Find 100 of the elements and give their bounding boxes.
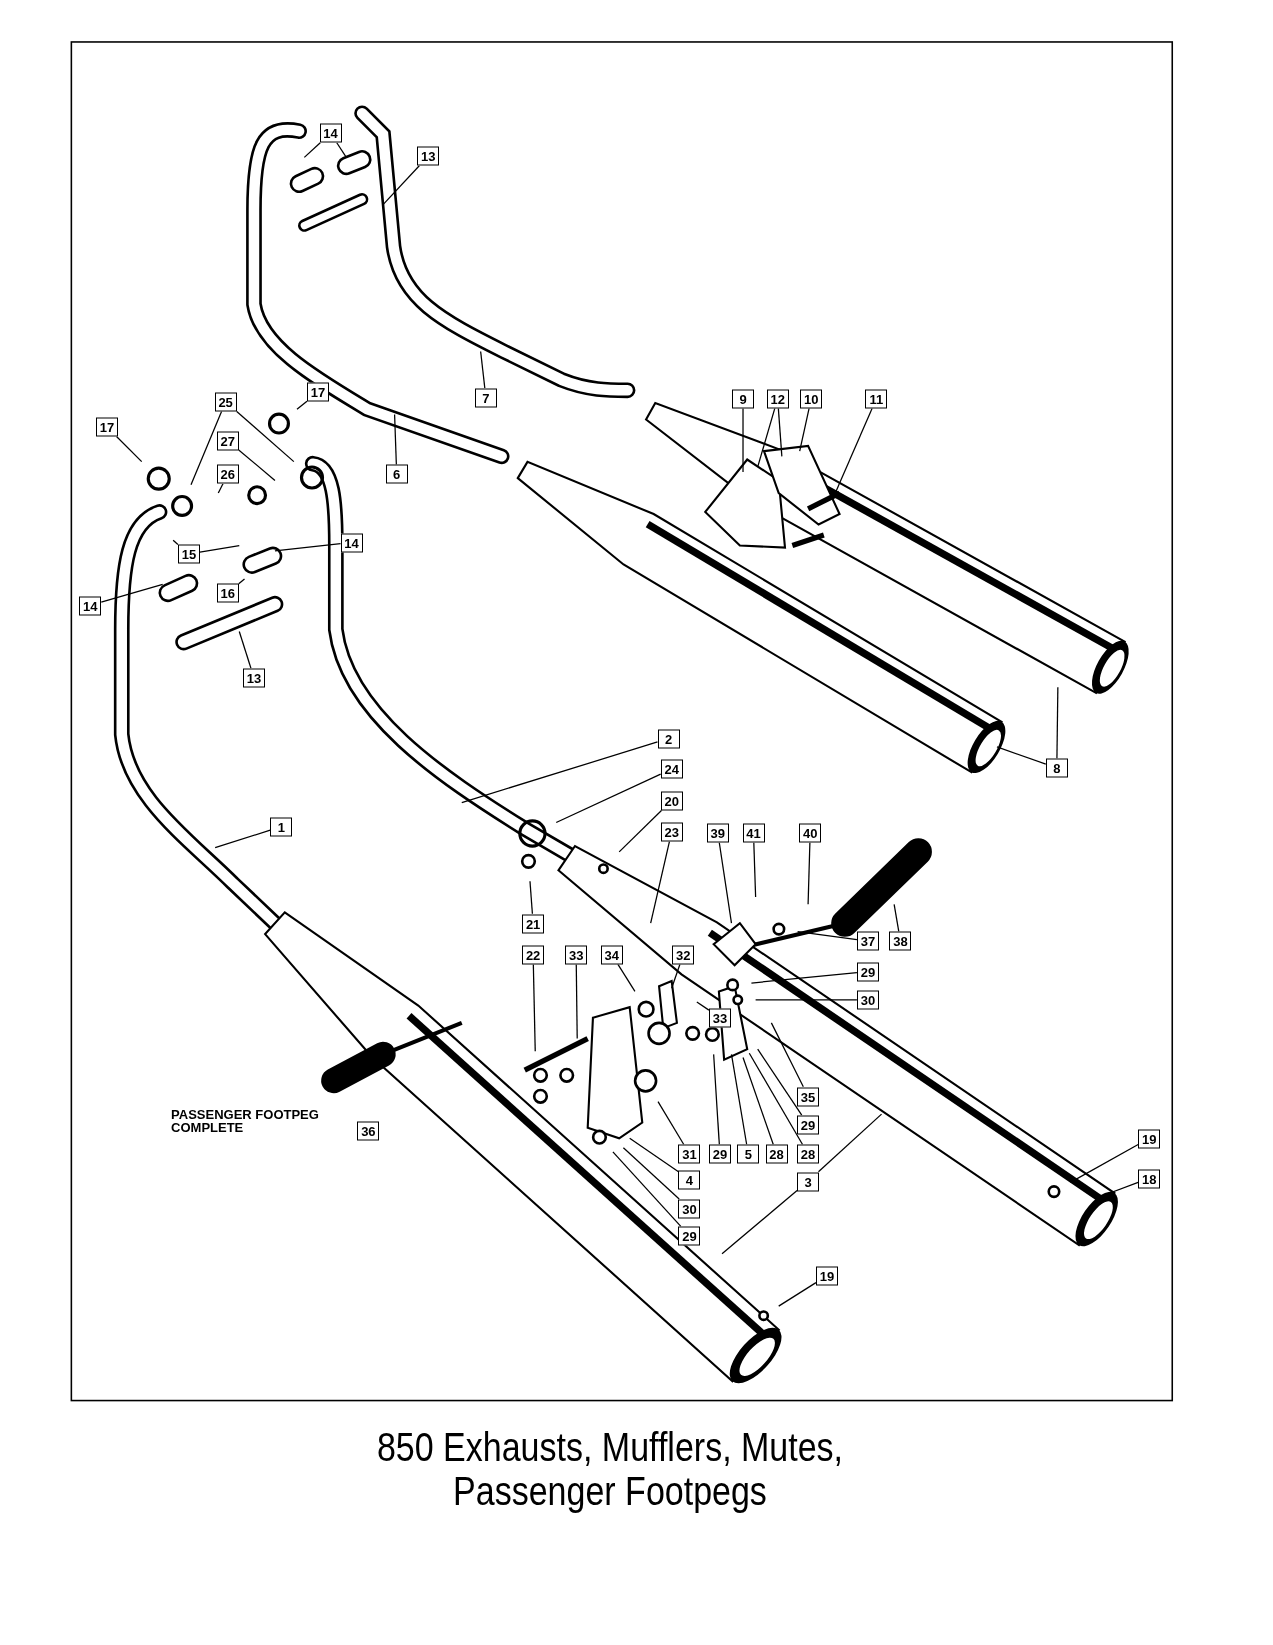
callout-number: 13 (417, 146, 440, 166)
leader-line (238, 630, 252, 669)
callout-number: 9 (732, 389, 754, 409)
leader-line (718, 841, 733, 924)
callout-number: 14 (79, 596, 102, 616)
callout-number: 32 (672, 945, 695, 965)
leader-line (893, 903, 900, 933)
callout-number: 14 (340, 533, 363, 553)
callout-number: 4 (678, 1170, 701, 1190)
leader-line (461, 741, 659, 804)
callout-number: 40 (799, 823, 822, 843)
callout-number: 31 (678, 1144, 701, 1164)
leader-line (532, 963, 536, 1052)
leader-line (755, 999, 858, 1001)
leader-line (480, 350, 486, 389)
callout-number: 22 (522, 945, 545, 965)
leader-line (235, 410, 295, 463)
leader-line (817, 1113, 883, 1173)
callout-number: 29 (708, 1144, 731, 1164)
callout-number: 29 (856, 962, 879, 982)
leader-line (1056, 686, 1059, 760)
leader-line (778, 1282, 817, 1307)
leader-line (617, 963, 636, 993)
leader-line (115, 435, 143, 463)
leader-line (742, 407, 744, 473)
callout-number: 24 (660, 759, 683, 779)
leader-line (555, 773, 662, 824)
leader-line (296, 400, 308, 410)
leader-line (529, 880, 534, 915)
leader-line (748, 1052, 804, 1146)
leader-line (382, 165, 420, 206)
leader-line (696, 1001, 710, 1011)
callout-number: 10 (800, 389, 823, 409)
callout-number: 17 (307, 383, 329, 402)
leader-line (799, 407, 810, 452)
leader-line (730, 1053, 748, 1146)
callout-number: 14 (319, 123, 342, 143)
callout-number: 30 (856, 990, 879, 1010)
leader-line (618, 809, 663, 853)
leader-line (274, 542, 342, 552)
callout-number: 30 (678, 1199, 701, 1219)
leader-line (629, 1137, 680, 1173)
callout-number: 19 (1138, 1129, 1161, 1149)
leader-line (796, 931, 858, 941)
callout-number: 41 (742, 823, 765, 843)
leader-line (217, 483, 224, 494)
leader-line (172, 539, 179, 546)
leader-line (770, 1022, 804, 1088)
callout-number: 19 (815, 1266, 838, 1286)
leader-line (742, 1056, 774, 1146)
diagram-title: 850 Exhausts, Mufflers, Mutes, Passenger Footpegs (375, 1425, 845, 1513)
callout-number: 2 (657, 729, 680, 749)
callout-number: 35 (797, 1087, 820, 1107)
callout-number: 33 (565, 945, 588, 965)
leader-line (671, 963, 681, 989)
callout-number: 18 (1138, 1169, 1161, 1189)
callout-number: 36 (357, 1121, 380, 1141)
callout-number: 16 (216, 583, 239, 603)
assembly-note: PASSENGER FOOTPEG COMPLETE (171, 1108, 320, 1135)
callout-number: 3 (797, 1172, 820, 1192)
leader-line (721, 1189, 798, 1255)
callout-number: 34 (600, 945, 623, 965)
callout-number: 13 (242, 668, 265, 688)
leader-line (757, 1048, 803, 1116)
callout-number: 28 (765, 1144, 788, 1164)
callout-number: 11 (865, 389, 888, 409)
leader-line (393, 413, 397, 466)
leader-line (996, 746, 1047, 765)
callout-number: 29 (678, 1226, 701, 1246)
callout-number: 7 (474, 388, 497, 408)
callout-number: 33 (708, 1008, 731, 1028)
leader-line (100, 583, 164, 603)
callout-number: 26 (216, 464, 239, 484)
leader-line (612, 1151, 682, 1227)
leader-line (190, 410, 223, 486)
leader-line (238, 578, 246, 585)
callout-number: 6 (385, 464, 408, 484)
callout-number: 1 (270, 817, 293, 837)
leader-line (199, 544, 240, 553)
callout-number: 29 (797, 1115, 820, 1135)
callout-number: 38 (889, 931, 912, 951)
callout-number: 5 (737, 1144, 760, 1164)
callout-number: 15 (177, 544, 200, 564)
leader-line (622, 1147, 680, 1200)
leader-line (753, 841, 757, 898)
leader-line (214, 829, 271, 849)
leader-line (238, 449, 276, 482)
callout-number: 12 (766, 389, 789, 409)
callout-number: 17 (96, 417, 119, 437)
leader-line (650, 840, 671, 924)
leader-line (807, 841, 811, 905)
callout-number: 8 (1045, 758, 1068, 778)
callout-number: 37 (856, 931, 879, 951)
leader-line (336, 142, 347, 158)
leader-line (777, 407, 783, 457)
callout-number: 21 (522, 914, 545, 933)
leader-line (750, 971, 858, 984)
leader-line (1069, 1143, 1139, 1183)
callout-number: 20 (660, 791, 683, 811)
leader-line (303, 142, 321, 158)
